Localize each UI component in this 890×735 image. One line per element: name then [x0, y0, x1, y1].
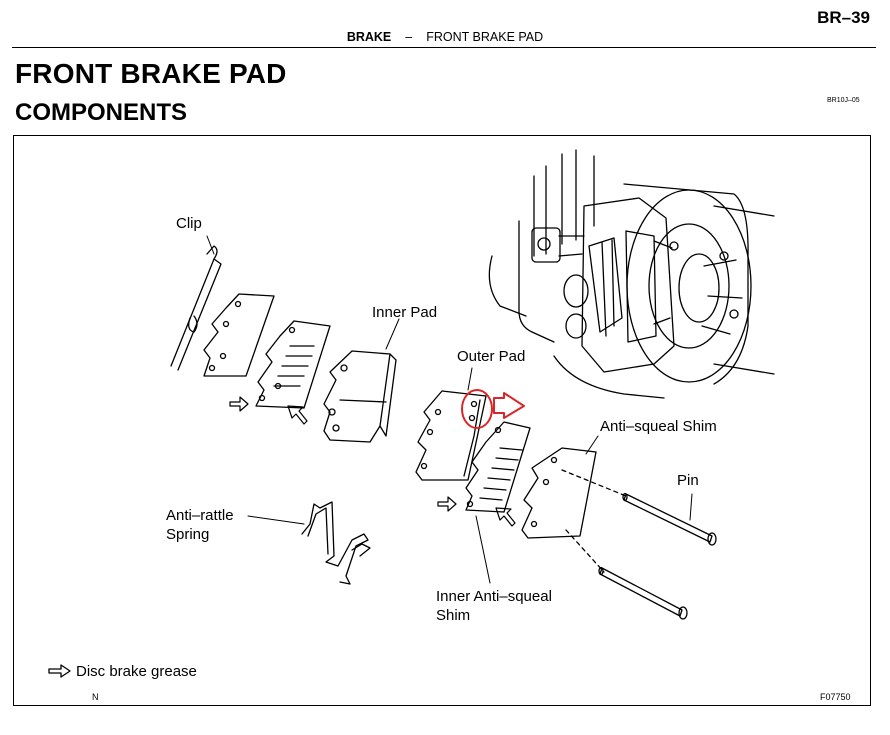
- label-anti-squeal-shim: Anti–squeal Shim: [600, 418, 717, 435]
- label-clip: Clip: [176, 215, 202, 232]
- label-outer-pad: Outer Pad: [457, 348, 526, 365]
- label-anti-rattle-spring: Anti–rattle Spring: [166, 506, 234, 544]
- label-inner-anti-squeal-shim: Inner Anti–squeal Shim: [436, 587, 552, 625]
- anti-squeal-shim-right: [521, 447, 597, 539]
- page-title: FRONT BRAKE PAD: [15, 58, 287, 89]
- label-pin: Pin: [677, 472, 699, 489]
- highlight-markup: [461, 389, 525, 429]
- outer-pad: [415, 390, 487, 481]
- disc-caliper-assembly: [488, 149, 775, 399]
- clip-part: [170, 245, 222, 371]
- running-head-section: BRAKE: [346, 30, 392, 44]
- outer-shim-left: [203, 293, 275, 377]
- label-inner-shim-line-1: Inner Anti–squeal: [436, 588, 552, 605]
- running-head-subsection: FRONT BRAKE PAD: [426, 30, 544, 44]
- page-number: BR–39: [817, 8, 870, 27]
- header-rule: [12, 47, 876, 48]
- grease-arrows: [229, 396, 516, 527]
- legend-text: Disc brake grease: [76, 663, 197, 680]
- figure-frame: Clip Inner Pad Outer Pad Anti–squeal Shi…: [13, 135, 871, 706]
- legend: Disc brake grease: [48, 662, 197, 681]
- anti-rattle-spring: [301, 501, 371, 585]
- running-head-separator: –: [405, 30, 413, 44]
- leader-lines: [206, 235, 693, 584]
- inner-pad: [323, 350, 397, 443]
- components-illustration: [170, 149, 775, 620]
- label-anti-rattle-line-1: Anti–rattle: [166, 507, 234, 524]
- label-inner-shim-line-2: Shim: [436, 607, 471, 624]
- figure-corner-left: N: [92, 692, 99, 702]
- running-head: BRAKE–FRONT BRAKE PAD: [0, 30, 890, 44]
- label-inner-pad: Inner Pad: [372, 304, 438, 321]
- section-title: COMPONENTS: [15, 99, 188, 126]
- inner-shim-center: [465, 421, 531, 513]
- grease-arrow-icon: [48, 664, 71, 678]
- pins: [561, 469, 717, 620]
- inner-shim-left: [255, 320, 331, 409]
- figure-code: F07750: [820, 692, 851, 702]
- doc-code: BR10J–05: [827, 97, 860, 104]
- label-anti-rattle-line-2: Spring: [166, 526, 210, 543]
